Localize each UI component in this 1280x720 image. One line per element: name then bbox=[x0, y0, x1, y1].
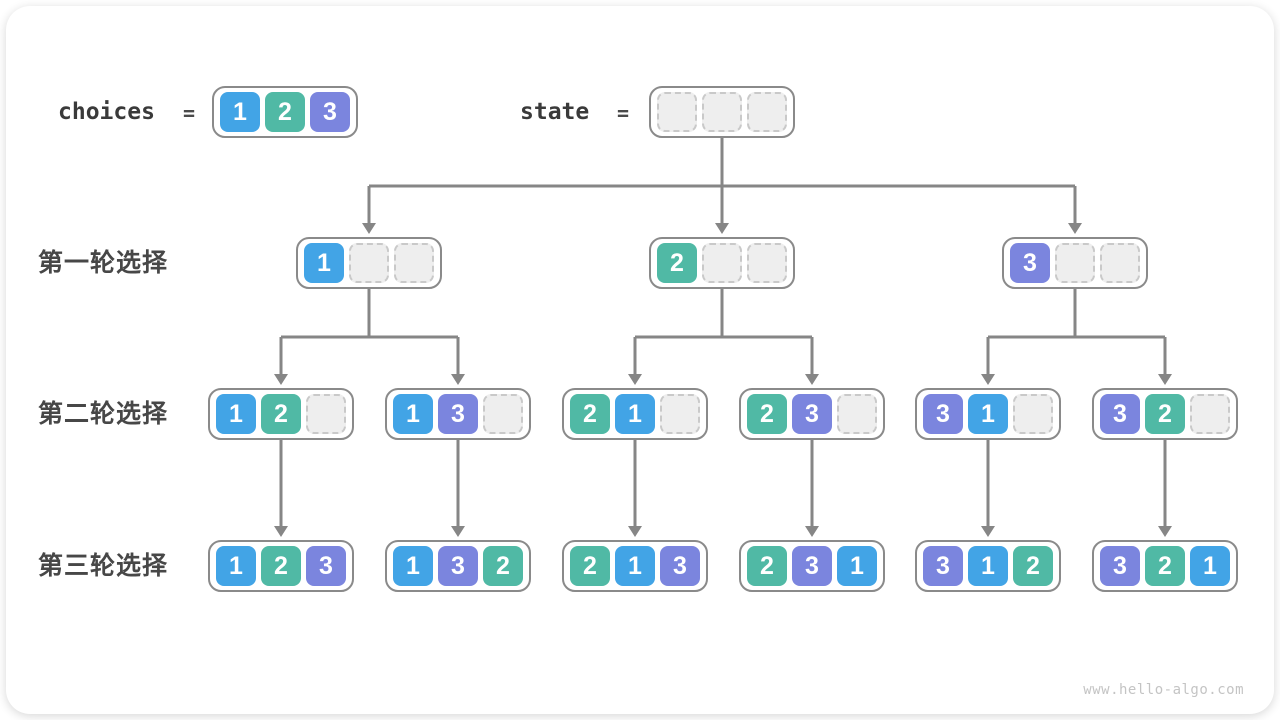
array-cell-1: 1 bbox=[304, 243, 344, 283]
arrowhead-icon bbox=[274, 526, 288, 537]
p2-array-box: 2 bbox=[649, 237, 795, 289]
array-cell-empty bbox=[1055, 243, 1095, 283]
arrowhead-icon bbox=[274, 374, 288, 385]
array-cell-3: 3 bbox=[923, 546, 963, 586]
array-cell-2: 2 bbox=[265, 92, 305, 132]
array-cell-2: 2 bbox=[657, 243, 697, 283]
array-cell-2: 2 bbox=[483, 546, 523, 586]
array-cell-3: 3 bbox=[792, 546, 832, 586]
p1-array-box: 1 bbox=[296, 237, 442, 289]
array-cell-3: 3 bbox=[1100, 546, 1140, 586]
arrowhead-icon bbox=[451, 526, 465, 537]
array-cell-1: 1 bbox=[615, 546, 655, 586]
array-cell-3: 3 bbox=[438, 394, 478, 434]
arrowhead-icon bbox=[451, 374, 465, 385]
arrowhead-icon bbox=[805, 374, 819, 385]
array-cell-3: 3 bbox=[660, 546, 700, 586]
arrowhead-icon bbox=[628, 526, 642, 537]
array-cell-1: 1 bbox=[968, 394, 1008, 434]
array-cell-3: 3 bbox=[306, 546, 346, 586]
array-cell-2: 2 bbox=[1013, 546, 1053, 586]
arrowhead-icon bbox=[628, 374, 642, 385]
round-1-label: 第一轮选择 bbox=[38, 249, 169, 277]
round-2-label: 第二轮选择 bbox=[38, 400, 169, 428]
array-cell-3: 3 bbox=[310, 92, 350, 132]
array-cell-2: 2 bbox=[570, 546, 610, 586]
choices-equals-sign: = bbox=[183, 101, 196, 125]
array-cell-empty bbox=[306, 394, 346, 434]
array-cell-1: 1 bbox=[216, 546, 256, 586]
array-cell-2: 2 bbox=[1145, 394, 1185, 434]
array-cell-2: 2 bbox=[570, 394, 610, 434]
connector-lines bbox=[279, 138, 1167, 527]
array-cell-empty bbox=[657, 92, 697, 132]
arrowhead-icon bbox=[981, 526, 995, 537]
array-cell-1: 1 bbox=[216, 394, 256, 434]
array-cell-2: 2 bbox=[747, 394, 787, 434]
array-cell-1: 1 bbox=[393, 394, 433, 434]
array-cell-empty bbox=[702, 92, 742, 132]
arrowhead-icon bbox=[362, 223, 376, 234]
array-cell-3: 3 bbox=[1010, 243, 1050, 283]
array-cell-2: 2 bbox=[1145, 546, 1185, 586]
arrowhead-icon bbox=[715, 223, 729, 234]
array-cell-empty bbox=[837, 394, 877, 434]
array-cell-3: 3 bbox=[1100, 394, 1140, 434]
array-cell-3: 3 bbox=[438, 546, 478, 586]
round-3-label: 第三轮选择 bbox=[38, 552, 169, 580]
array-cell-empty bbox=[747, 92, 787, 132]
state-array-box bbox=[649, 86, 795, 138]
array-cell-2: 2 bbox=[261, 394, 301, 434]
array-cell-1: 1 bbox=[1190, 546, 1230, 586]
array-cell-empty bbox=[349, 243, 389, 283]
array-cell-2: 2 bbox=[747, 546, 787, 586]
array-cell-1: 1 bbox=[220, 92, 260, 132]
arrowhead-icon bbox=[1158, 374, 1172, 385]
array-cell-1: 1 bbox=[393, 546, 433, 586]
array-cell-1: 1 bbox=[968, 546, 1008, 586]
state-variable-label: state bbox=[520, 99, 590, 125]
arrowhead-icon bbox=[1158, 526, 1172, 537]
array-cell-empty bbox=[1013, 394, 1053, 434]
array-cell-empty bbox=[702, 243, 742, 283]
array-cell-1: 1 bbox=[837, 546, 877, 586]
arrowhead-icon bbox=[1068, 223, 1082, 234]
array-cell-1: 1 bbox=[615, 394, 655, 434]
p3-array-box: 3 bbox=[1002, 237, 1148, 289]
choices-variable-label: choices bbox=[58, 99, 155, 125]
arrowhead-icon bbox=[981, 374, 995, 385]
array-cell-empty bbox=[394, 243, 434, 283]
array-cell-empty bbox=[747, 243, 787, 283]
arrowhead-icon bbox=[805, 526, 819, 537]
array-cell-empty bbox=[660, 394, 700, 434]
watermark-url: www.hello-algo.com bbox=[1083, 682, 1244, 698]
array-cell-3: 3 bbox=[792, 394, 832, 434]
state-equals-sign: = bbox=[617, 101, 630, 125]
array-cell-2: 2 bbox=[261, 546, 301, 586]
array-cell-empty bbox=[1190, 394, 1230, 434]
array-cell-empty bbox=[483, 394, 523, 434]
array-cell-empty bbox=[1100, 243, 1140, 283]
array-cell-3: 3 bbox=[923, 394, 963, 434]
